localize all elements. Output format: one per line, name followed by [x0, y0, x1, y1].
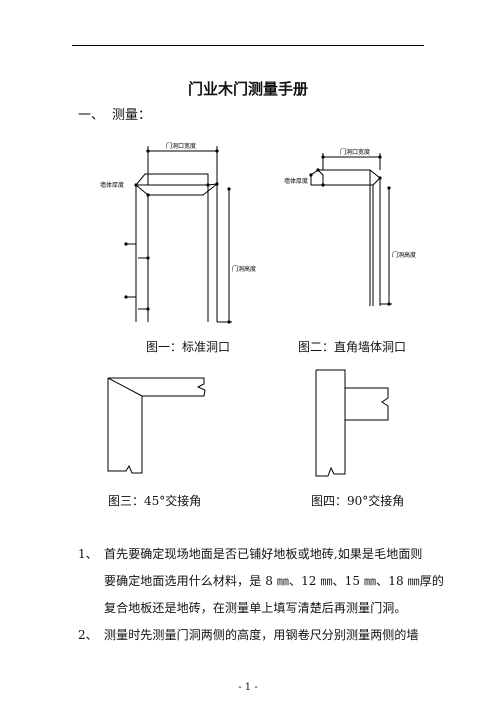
figure-3-diagram [107, 377, 206, 474]
figure-1-left-label: 墙体厚度 [100, 181, 124, 189]
figure-1-dots [124, 149, 231, 324]
item-1-line-1: 首先要确定现场地面是否已铺好地板或地砖,如果是毛地面则 [104, 547, 423, 561]
figure-2-top-label: 门洞口宽度 [340, 148, 370, 156]
item-1-number: 1、 [78, 547, 98, 561]
figure-1-side-label: 门洞高度 [232, 265, 256, 273]
figure-4-caption: 图四：90°交接角 [311, 494, 405, 508]
figure-2-diagram [310, 153, 392, 306]
header-rule [72, 45, 424, 46]
figure-1-diagram [126, 146, 232, 323]
page-number: - 1 - [238, 682, 258, 693]
item-2-line-1: 测量时先测量门洞两侧的高度，用钢卷尺分别测量两侧的墙 [104, 628, 419, 642]
figure-2-left-label: 墙体厚度 [284, 177, 308, 185]
figure-2-caption: 图二：直角墙体洞口 [298, 340, 407, 354]
section-heading: 一、测量： [78, 104, 151, 123]
section-label: 测量： [112, 108, 152, 123]
figure-3-caption: 图三：45°交接角 [108, 494, 202, 508]
item-1-line-2: 要确定地面选用什么材料，是 8 ㎜、12 ㎜、15 ㎜、18 ㎜厚的 [104, 574, 444, 588]
figure-2-side-label: 门洞高度 [392, 251, 416, 259]
section-number: 一、 [78, 108, 105, 123]
figure-2-dots [309, 155, 391, 306]
figure-4-diagram [315, 369, 389, 477]
figure-1-top-label: 门洞口宽度 [166, 142, 196, 150]
item-1-line-3: 复合地板还是地砖，在测量单上填写清楚后再测量门洞。 [104, 601, 407, 615]
item-2-number: 2、 [78, 628, 98, 642]
document-title: 门业木门测量手册 [187, 80, 308, 98]
figure-1-caption: 图一：标准洞口 [146, 340, 231, 354]
